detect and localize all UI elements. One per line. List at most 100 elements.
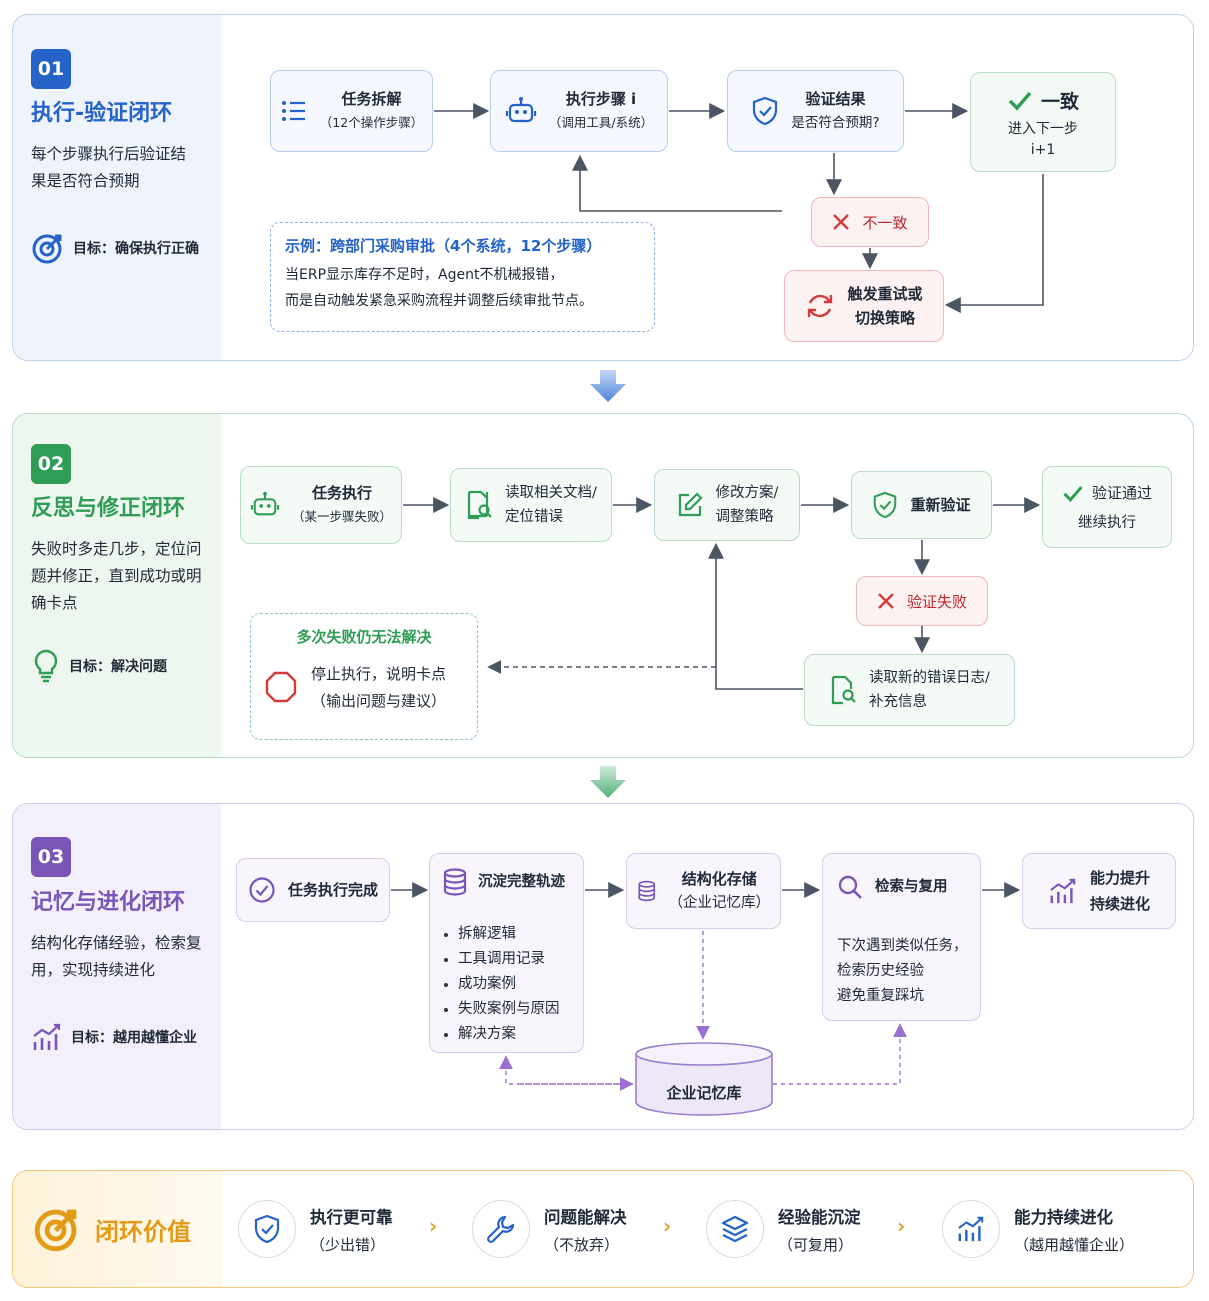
section-memory-evolve: 03 记忆与进化闭环 结构化存储经验，检索复用，实现持续进化 目标：越用越懂企业: [12, 803, 1194, 1130]
node-task-decompose: 任务拆解（12个操作步骤）: [270, 70, 433, 152]
layers-icon: [721, 1215, 749, 1243]
node-title: 能力提升: [1089, 869, 1150, 887]
node-reverify: 重新验证: [851, 471, 992, 539]
memory-db-cylinder: 企业记忆库: [635, 1042, 773, 1116]
node-title: 沉淀完整轨迹: [478, 874, 565, 890]
node-title: 任务执行: [312, 484, 373, 502]
node-sub: 补充信息: [869, 694, 928, 710]
node-improve: 能力提升持续进化: [1022, 853, 1176, 929]
refresh-icon: [808, 294, 833, 318]
value-title: 闭环价值: [95, 1217, 191, 1246]
shield-check-icon: [254, 1214, 280, 1244]
stuck-title: 多次失败仍无法解决: [296, 628, 432, 646]
shield-check-icon: [751, 96, 779, 126]
node-title: 读取相关文档/: [505, 485, 597, 501]
example-note: 示例：跨部门采购审批（4个系统，12个步骤） 当ERP显示库存不足时，Agent…: [270, 222, 655, 332]
shield-check-icon: [872, 491, 898, 519]
section-reflect-correct: 02 反思与修正闭环 失败时多走几步，定位问题并修正，直到成功或明确卡点 目标：…: [12, 413, 1194, 758]
list-item: 拆解逻辑: [444, 922, 560, 947]
node-retrieve: 检索与复用 下次遇到类似任务， 检索历史经验 避免重复踩坑: [822, 853, 981, 1021]
node-title: 一致: [1040, 90, 1079, 113]
node-title: 企业记忆库: [666, 1084, 742, 1102]
chevron-right-icon: ›: [897, 1214, 906, 1238]
section1-desc: 每个步骤执行后验证结果是否符合预期: [31, 145, 187, 190]
node-pass: 验证通过 继续执行: [1042, 466, 1172, 548]
down-arrow-icon: [590, 370, 626, 402]
node-new-log: 读取新的错误日志/补充信息: [804, 654, 1015, 726]
stuck-line: （输出问题与建议）: [311, 692, 447, 710]
node-sub: 进入下一步: [1008, 120, 1078, 137]
node-sub: （某一步骤失败）: [292, 509, 393, 524]
retrieve-line: 下次遇到类似任务，: [837, 938, 968, 954]
node-title: 重新验证: [910, 496, 971, 514]
section3-goal-text: 目标：越用越懂企业: [71, 1030, 197, 1046]
check-icon: [1063, 485, 1083, 502]
node-sub2: i+1: [1030, 141, 1056, 158]
node-title: 结构化存储: [681, 870, 757, 888]
database-icon: [638, 880, 656, 902]
section1-goal-text: 目标：确保执行正确: [73, 241, 199, 257]
node-title: 修改方案/: [715, 485, 779, 501]
check-circle-icon: [249, 877, 275, 903]
cylinder-shape: [635, 1042, 773, 1116]
node-sub: （调用工具/系统）: [548, 115, 654, 130]
section3-number: 03: [31, 837, 71, 877]
node-trace: 沉淀完整轨迹 拆解逻辑 工具调用记录 成功案例 失败案例与原因 解决方案: [429, 853, 584, 1053]
section2-number: 02: [31, 444, 71, 484]
node-title: 读取新的错误日志/: [869, 670, 990, 686]
down-arrow-icon: [590, 766, 626, 798]
robot-icon: [250, 491, 280, 519]
card-title: 问题能解决: [544, 1207, 627, 1227]
node-title: 任务执行完成: [287, 881, 378, 899]
card-title: 能力持续进化: [1014, 1207, 1113, 1227]
target-icon: [34, 1209, 77, 1252]
node-structured-store: 结构化存储 （企业记忆库）: [626, 853, 781, 929]
section2-goal-text: 目标：解决问题: [69, 659, 167, 675]
chart-growth-icon: [1050, 878, 1076, 904]
node-title: 验证失败: [906, 592, 967, 611]
node-sub: 是否符合预期?: [791, 115, 880, 131]
value-card-accumulate: 经验能沉淀 （可复用）: [706, 1200, 861, 1258]
node-title: 不一致: [862, 213, 908, 232]
retrieve-line: 避免重复踩坑: [837, 988, 924, 1004]
node-task-done: 任务执行完成: [236, 858, 390, 922]
node-read-docs: 读取相关文档/定位错误: [450, 468, 612, 542]
node-sub: 持续进化: [1089, 895, 1150, 913]
wrench-icon: [487, 1215, 515, 1243]
target-icon: [32, 234, 62, 264]
node-sub: 继续执行: [1078, 514, 1136, 531]
chevron-right-icon: ›: [429, 1214, 438, 1238]
stop-octagon-icon: [265, 671, 297, 703]
node-sub: （12个操作步骤）: [319, 115, 424, 130]
stuck-note: 多次失败仍无法解决 停止执行，说明卡点 （输出问题与建议）: [250, 613, 478, 740]
stuck-line: 停止执行，说明卡点: [311, 665, 447, 683]
node-retry: 触发重试或切换策略: [784, 270, 944, 342]
chart-growth-icon: [33, 1023, 61, 1050]
section1-number: 01: [31, 49, 71, 89]
x-icon: [878, 593, 894, 609]
doc-search-icon: [465, 490, 493, 520]
chart-growth-icon: [958, 1216, 984, 1242]
lightbulb-icon: [34, 649, 58, 683]
edit-icon: [676, 491, 704, 519]
section3-desc: 结构化存储经验，检索复用，实现持续进化: [31, 934, 202, 979]
card-sub: （可复用）: [778, 1235, 854, 1254]
list-item: 解决方案: [444, 1022, 560, 1047]
node-sub: 切换策略: [854, 309, 915, 327]
example-title: 示例：跨部门采购审批（4个系统，12个步骤）: [285, 237, 602, 255]
node-verify-fail: 验证失败: [856, 576, 988, 626]
node-execute-step: 执行步骤 i（调用工具/系统）: [490, 70, 668, 152]
card-title: 经验能沉淀: [778, 1207, 861, 1227]
node-title: 验证结果: [805, 90, 866, 108]
section3-title: 记忆与进化闭环: [31, 890, 186, 915]
card-sub: （不放弃）: [544, 1235, 620, 1254]
x-icon: [833, 214, 850, 230]
doc-search-icon: [829, 675, 857, 705]
node-modify-plan: 修改方案/调整策略: [654, 469, 800, 541]
value-heading: 闭环价值: [33, 1205, 191, 1253]
node-sub: （企业记忆库）: [668, 895, 771, 911]
section2-title: 反思与修正闭环: [31, 496, 186, 521]
example-line: 当ERP显示库存不足时，Agent不机械报错，: [285, 267, 564, 283]
value-card-evolve: 能力持续进化（越用越懂企业）: [942, 1200, 1134, 1258]
list-item: 失败案例与原因: [444, 997, 560, 1022]
